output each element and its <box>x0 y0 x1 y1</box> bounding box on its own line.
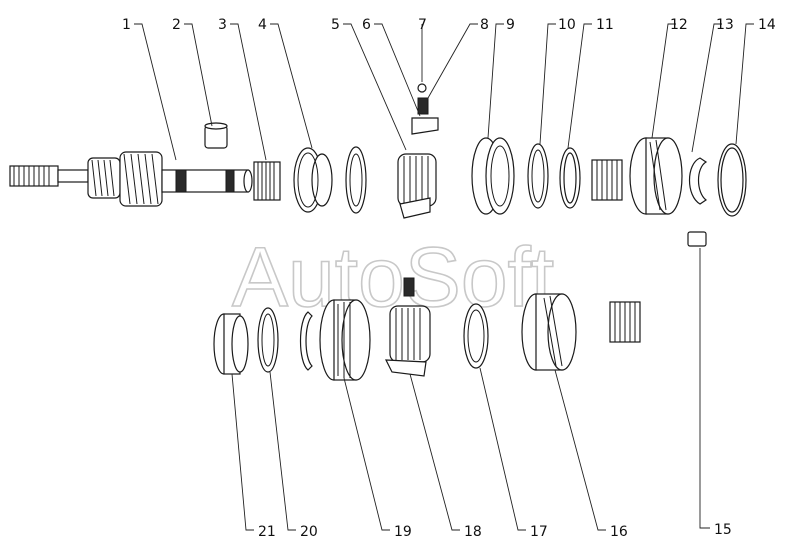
part-14-ring <box>717 143 747 217</box>
part-12-gear <box>629 137 683 215</box>
part-4-gear <box>293 147 333 213</box>
callout-13: 13 <box>716 17 734 33</box>
callout-14: 14 <box>758 17 776 33</box>
callout-12: 12 <box>670 17 688 33</box>
callout-5: 5 <box>331 17 340 33</box>
callout-10: 10 <box>558 17 576 33</box>
callout-19: 19 <box>394 524 412 540</box>
callout-3: 3 <box>218 17 227 33</box>
callout-16: 16 <box>610 524 628 540</box>
callout-4: 4 <box>258 17 267 33</box>
part-8-spring <box>417 97 429 115</box>
callout-8: 8 <box>480 17 489 33</box>
part-11-snap-ring <box>559 147 581 209</box>
callout-20: 20 <box>300 524 318 540</box>
part-needle-bearing-bottom <box>609 301 641 343</box>
part-16-gear <box>521 293 577 371</box>
callout-2: 2 <box>172 17 181 33</box>
part-7-ball <box>417 83 427 93</box>
callout-numbers: 1 2 3 4 5 6 7 8 9 10 11 12 13 14 15 16 1… <box>122 17 776 540</box>
part-synchro-ring-top <box>345 146 367 214</box>
part-5-synchronizer-hub <box>397 153 437 219</box>
part-13-split-washer <box>688 157 708 205</box>
part-19-sleeve <box>319 299 371 381</box>
part-needle-bearing-top <box>591 159 623 201</box>
callout-18: 18 <box>464 524 482 540</box>
part-snap-ring-bottom <box>299 311 313 371</box>
callout-1: 1 <box>122 17 131 33</box>
callout-15: 15 <box>714 522 732 538</box>
part-20-synchro-ring <box>257 307 279 373</box>
part-18-synchronizer-hub <box>385 277 431 377</box>
part-15-bushing <box>687 231 707 247</box>
part-3-needle-bearing <box>253 161 281 201</box>
callout-11: 11 <box>596 17 614 33</box>
leader-lines <box>134 23 754 531</box>
part-1-mainshaft <box>9 151 253 207</box>
callout-17: 17 <box>530 524 548 540</box>
part-21-hub <box>213 313 249 375</box>
part-6-key <box>411 117 439 135</box>
callout-21: 21 <box>258 524 276 540</box>
part-10-synchro-ring <box>527 143 549 209</box>
callout-6: 6 <box>362 17 371 33</box>
part-2-bushing <box>204 122 228 149</box>
part-17-synchro-ring <box>463 303 489 369</box>
callout-9: 9 <box>506 17 515 33</box>
part-9-sleeve <box>471 137 515 215</box>
callout-7: 7 <box>418 17 427 33</box>
